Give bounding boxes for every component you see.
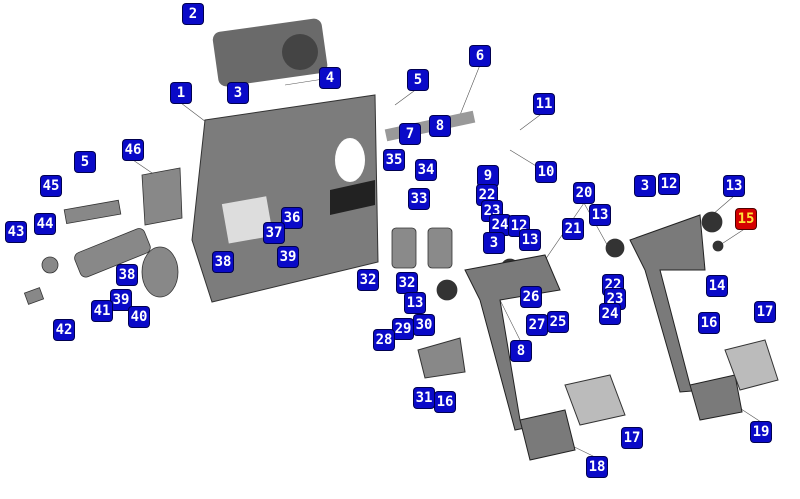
callout-label[interactable]: 24	[600, 304, 620, 324]
callout-label[interactable]: 44	[35, 214, 55, 234]
callout-label[interactable]: 38	[213, 252, 233, 272]
callout-label[interactable]: 37	[264, 223, 284, 243]
callout-label[interactable]: 12	[659, 174, 679, 194]
callout-label[interactable]: 4	[320, 68, 340, 88]
callout-label-highlighted[interactable]: 15	[736, 209, 756, 229]
bracket-31	[417, 337, 466, 379]
callout-label[interactable]: 34	[416, 160, 436, 180]
callout-label[interactable]: 3	[228, 83, 248, 103]
callout-label[interactable]: 18	[587, 457, 607, 477]
callout-label[interactable]: 25	[548, 312, 568, 332]
callout-label[interactable]: 32	[358, 270, 378, 290]
callout-label[interactable]: 13	[405, 293, 425, 313]
callout-label[interactable]: 8	[430, 116, 450, 136]
callout-label[interactable]: 33	[409, 189, 429, 209]
callout-label[interactable]: 45	[41, 176, 61, 196]
callout-label[interactable]: 22	[477, 185, 497, 205]
callout-label[interactable]: 26	[521, 287, 541, 307]
callout-label[interactable]: 11	[534, 94, 554, 114]
callout-label[interactable]: 14	[707, 276, 727, 296]
callout-label[interactable]: 31	[414, 388, 434, 408]
callout-label[interactable]: 27	[527, 315, 547, 335]
callout-label[interactable]: 20	[574, 183, 594, 203]
callout-label[interactable]: 40	[129, 307, 149, 327]
callout-label[interactable]: 1	[171, 83, 191, 103]
callout-label[interactable]: 32	[397, 273, 417, 293]
callout-label[interactable]: 13	[590, 205, 610, 225]
callout-label[interactable]: 35	[384, 150, 404, 170]
callout-label[interactable]: 41	[92, 301, 112, 321]
callout-label[interactable]: 38	[117, 265, 137, 285]
callout-label[interactable]: 7	[400, 124, 420, 144]
callout-label[interactable]: 39	[278, 247, 298, 267]
pedals	[464, 214, 743, 461]
callout-label[interactable]: 42	[54, 320, 74, 340]
pedal-pads	[564, 339, 779, 426]
callout-label[interactable]: 3	[635, 176, 655, 196]
callout-label[interactable]: 39	[111, 290, 131, 310]
callout-label[interactable]: 21	[563, 219, 583, 239]
callout-label[interactable]: 24	[490, 215, 510, 235]
callout-label[interactable]: 29	[393, 319, 413, 339]
callout-label[interactable]: 9	[478, 166, 498, 186]
callout-label[interactable]: 2	[183, 4, 203, 24]
callout-label[interactable]: 43	[6, 222, 26, 242]
callout-label[interactable]: 28	[374, 330, 394, 350]
callout-label[interactable]: 19	[751, 422, 771, 442]
callout-label[interactable]: 16	[435, 392, 455, 412]
clutch-cylinder-parts	[23, 167, 183, 305]
callout-label[interactable]: 36	[282, 208, 302, 228]
callout-label[interactable]: 5	[408, 70, 428, 90]
callout-label[interactable]: 13	[520, 230, 540, 250]
callout-label[interactable]: 10	[536, 162, 556, 182]
pedal-bracket-plate	[191, 94, 379, 303]
callout-label[interactable]: 17	[622, 428, 642, 448]
callout-label[interactable]: 5	[75, 152, 95, 172]
callout-label[interactable]: 13	[724, 176, 744, 196]
callout-label[interactable]: 30	[414, 315, 434, 335]
master-cylinder-top	[212, 18, 328, 87]
callout-label[interactable]: 17	[755, 302, 775, 322]
callout-label[interactable]: 3	[484, 233, 504, 253]
callout-label[interactable]: 6	[470, 46, 490, 66]
callout-label[interactable]: 16	[699, 313, 719, 333]
callout-label[interactable]: 8	[511, 341, 531, 361]
callout-label[interactable]: 46	[123, 140, 143, 160]
